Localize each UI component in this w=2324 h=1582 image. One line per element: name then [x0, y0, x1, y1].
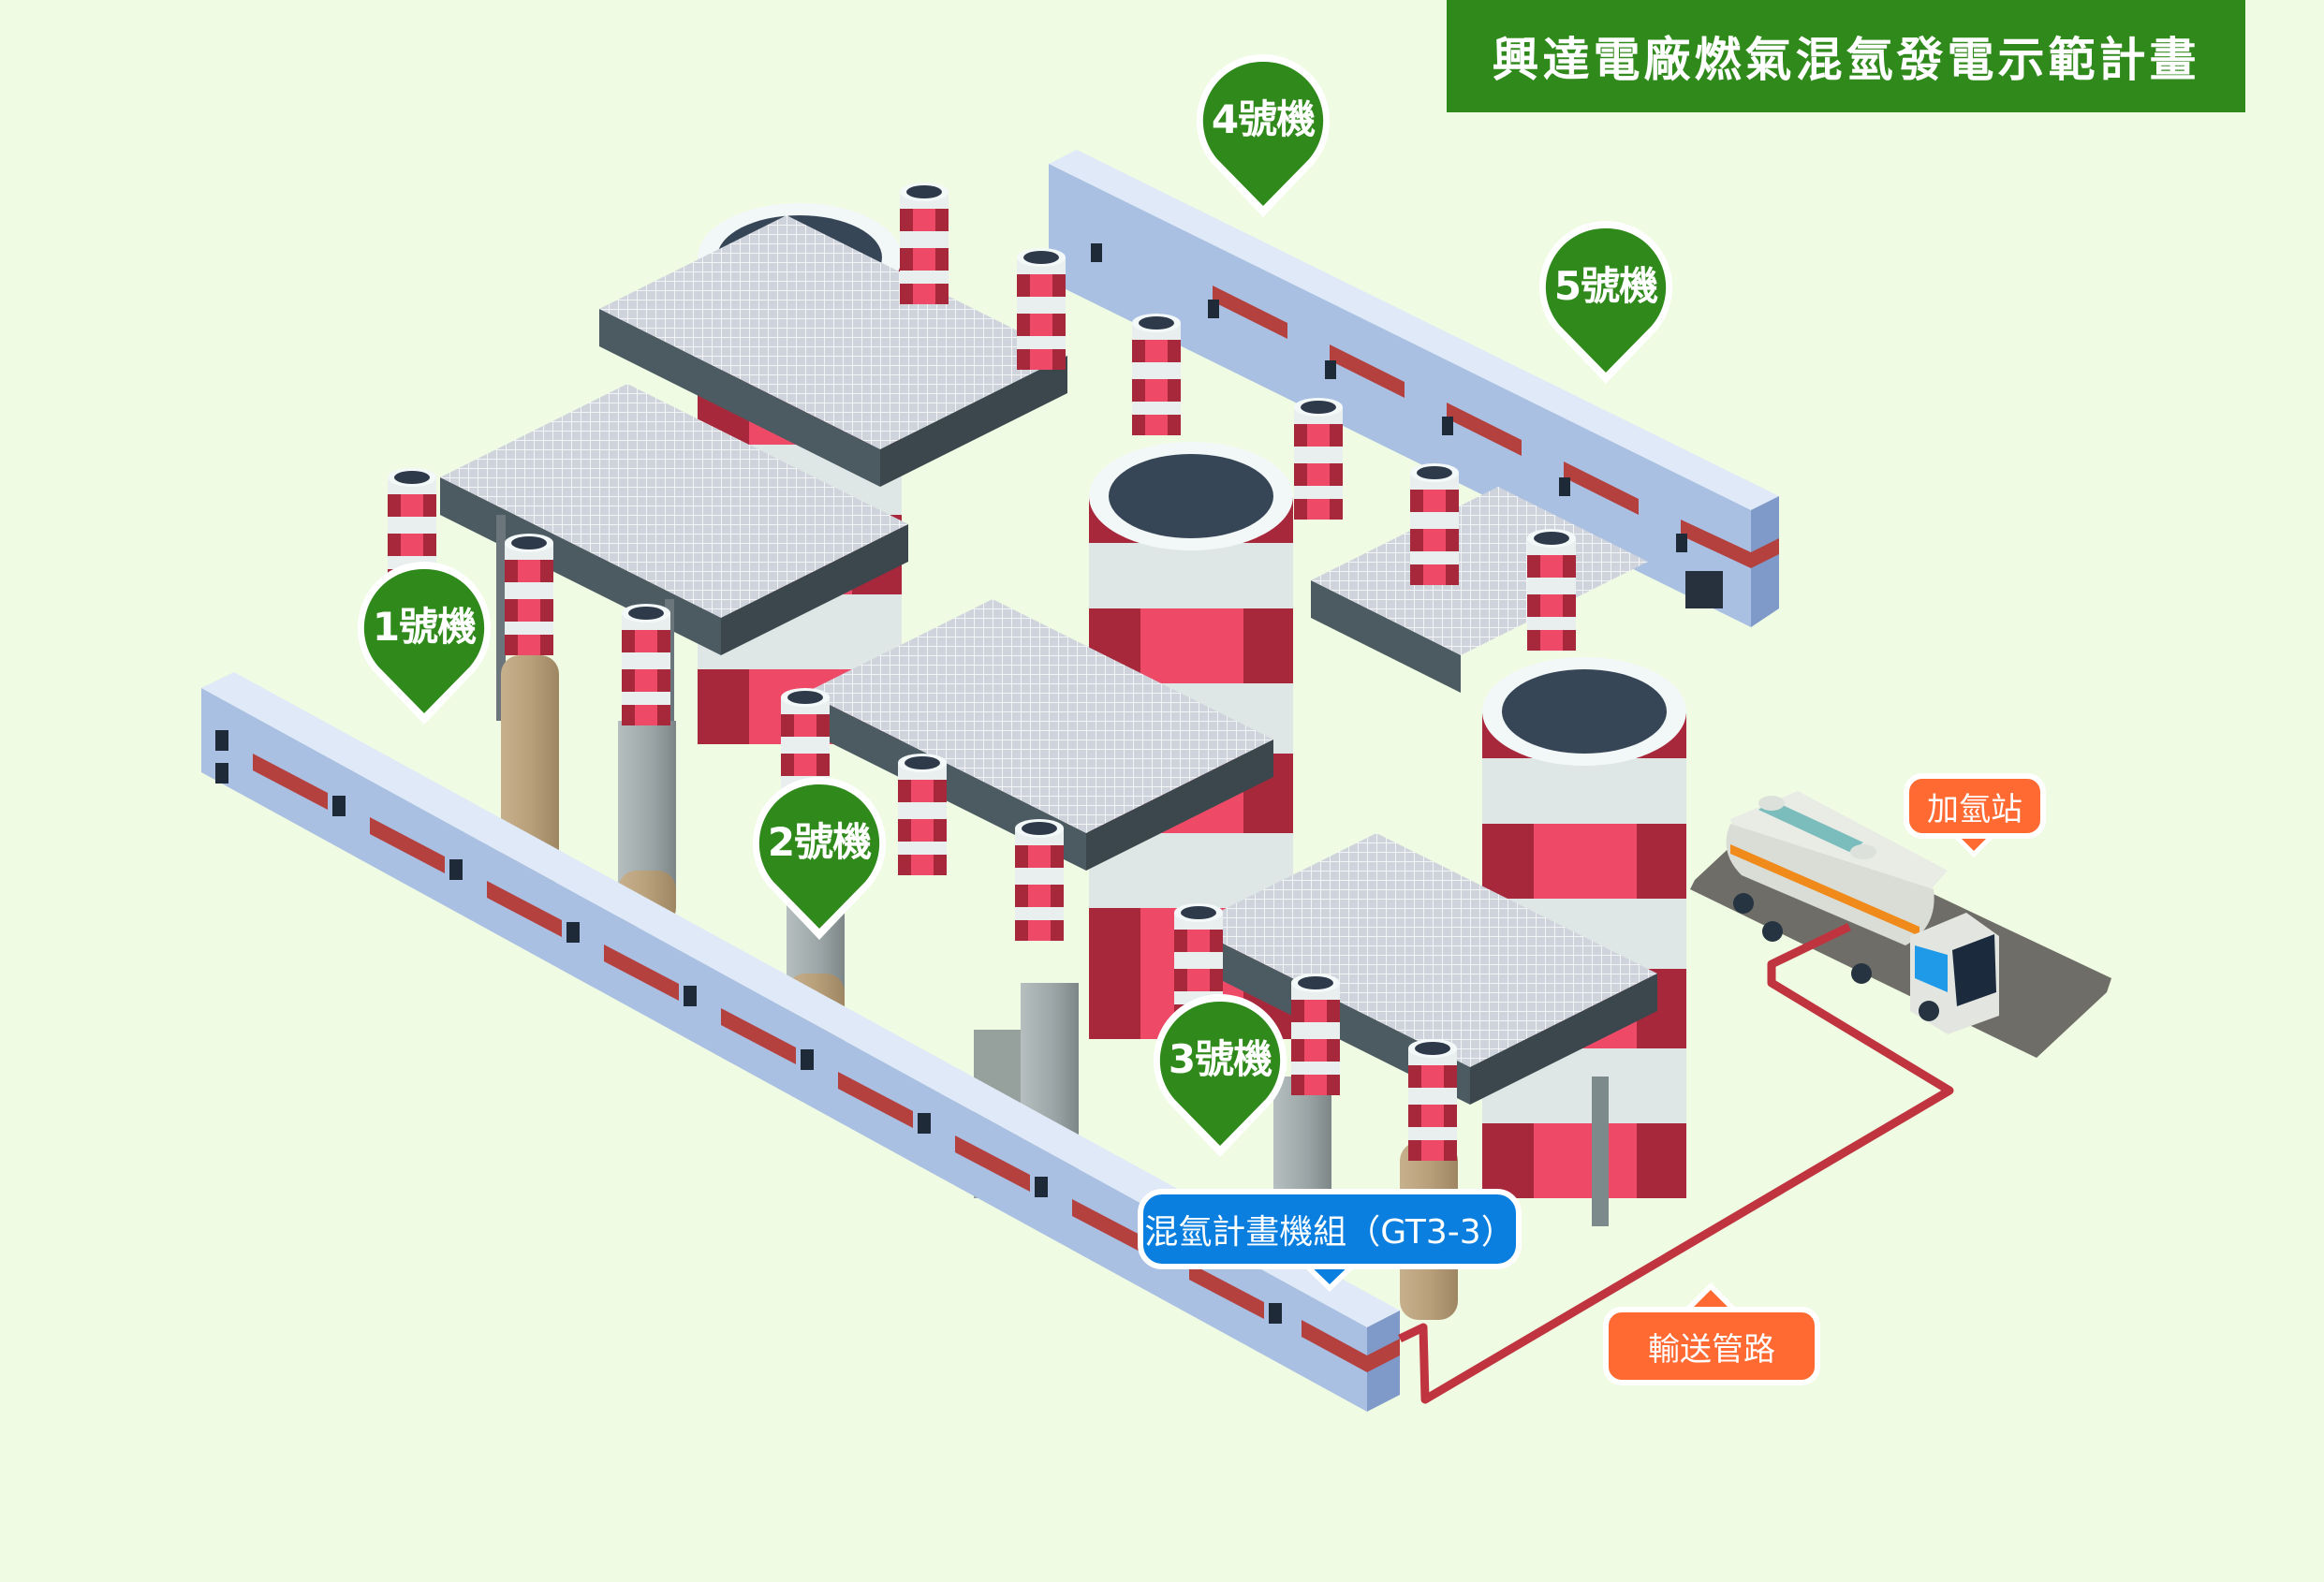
building-row-front	[201, 672, 1400, 1412]
map-pin-icon	[1153, 994, 1287, 1157]
building-row-back	[1049, 150, 1779, 627]
hydrogen-pipeline	[1398, 922, 1954, 1404]
pipeline-callout[interactable]: 輸送管路	[1603, 1307, 1820, 1385]
unit-4-label: 4號機	[1211, 96, 1316, 142]
unit-1-pin[interactable]: 1號機	[354, 558, 494, 725]
unit-2-pin[interactable]: 2號機	[749, 773, 890, 940]
map-pin-icon	[1538, 220, 1673, 384]
unit-5-pin[interactable]: 5號機	[1536, 217, 1676, 384]
map-pin-icon	[752, 776, 887, 940]
unit-3-label: 3號機	[1168, 1036, 1272, 1082]
unit-1-label: 1號機	[372, 604, 477, 650]
hydrogen-station-callout[interactable]: 加氫站	[1904, 773, 2046, 839]
unit-5-label: 5號機	[1553, 263, 1658, 309]
map-pin-icon	[357, 561, 492, 725]
unit-2-label: 2號機	[767, 819, 872, 865]
map-pin-icon	[1196, 53, 1331, 217]
unit-3-pin[interactable]: 3號機	[1150, 990, 1290, 1157]
page-title: 興達電廠燃氣混氫發電示範計畫	[1447, 0, 2245, 112]
unit-4-pin[interactable]: 4號機	[1193, 51, 1333, 217]
hydrogen-tanker-truck-icon	[1726, 791, 1999, 1034]
hydrogen-unit-callout[interactable]: 混氫計畫機組（GT3-3）	[1138, 1189, 1522, 1269]
